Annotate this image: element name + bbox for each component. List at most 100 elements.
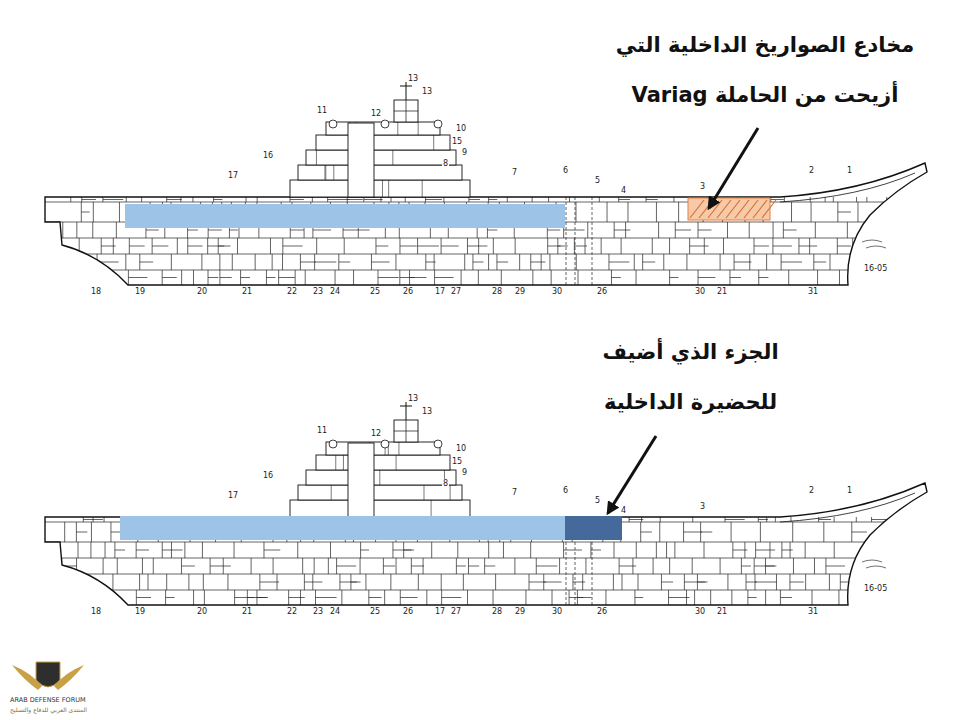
bulkhead-line <box>898 542 899 558</box>
bulkhead-line <box>591 550 601 551</box>
bulkhead-line <box>125 254 126 270</box>
bulkhead-line <box>927 522 928 542</box>
bulkhead-line <box>847 222 848 238</box>
bulkhead-line <box>365 574 366 590</box>
callout-number: 21 <box>716 287 728 296</box>
callout-number: 1 <box>846 166 853 175</box>
bulkhead-line <box>282 254 283 270</box>
bulkhead-line <box>889 590 890 605</box>
bulkhead-line <box>914 222 915 238</box>
mast-box <box>394 420 418 442</box>
bulkhead-line <box>78 542 79 558</box>
bulkhead-line <box>913 590 914 605</box>
bulkhead-line <box>117 558 118 574</box>
bulkhead-line <box>316 238 317 254</box>
bulkhead-line <box>636 270 637 285</box>
island-deck <box>290 500 470 517</box>
bulkhead-line <box>908 574 909 590</box>
bulkhead-line <box>911 202 912 222</box>
callout-number: 30 <box>694 287 706 296</box>
bulkhead-line <box>641 517 642 522</box>
island-partition <box>388 180 389 197</box>
callout-number: 21 <box>716 607 728 616</box>
bulkhead-line <box>369 597 382 598</box>
bulkhead-line <box>493 238 494 254</box>
callout-number: 12 <box>370 109 382 118</box>
bulkhead-line <box>930 270 931 285</box>
bulkhead-line <box>577 597 591 598</box>
bulkhead-line <box>856 197 857 202</box>
bulkhead-line <box>115 550 125 551</box>
bulkhead-line <box>614 542 615 558</box>
bulkhead-line <box>525 590 526 605</box>
bulkhead-line <box>129 246 144 247</box>
bulkhead-line <box>853 246 867 247</box>
island <box>290 82 470 197</box>
bulkhead-line <box>592 197 593 285</box>
bulkhead-line <box>104 517 105 522</box>
bulkhead-line <box>435 277 454 278</box>
bulkhead-line <box>769 542 770 558</box>
island-partition <box>423 485 424 500</box>
bulkhead-line <box>892 517 893 522</box>
bulkhead-line <box>607 202 608 222</box>
bulkhead-line <box>697 582 707 583</box>
bulkhead-line <box>812 590 813 605</box>
bulkhead-line <box>775 517 776 522</box>
bulkhead-line <box>924 590 925 605</box>
island-deck <box>316 135 450 150</box>
bulkhead-line <box>337 566 357 567</box>
forecastle-line <box>780 173 915 202</box>
callout-number: 3 <box>699 502 706 511</box>
bulkhead-line <box>201 254 202 270</box>
bulkhead-line <box>734 262 751 263</box>
bulkhead-line <box>237 238 238 254</box>
bulkhead-line <box>140 262 153 263</box>
callout-number: 16-05 <box>863 264 888 273</box>
bulkhead-line <box>341 590 342 605</box>
bulkhead-line <box>587 222 588 238</box>
bulkhead-line <box>829 254 830 270</box>
bulkhead-line <box>171 542 172 558</box>
bulkhead-line <box>725 519 745 520</box>
bulkhead-line <box>152 246 168 247</box>
bulkhead-line <box>418 574 419 590</box>
bulkhead-line <box>315 262 337 263</box>
bulkhead-line <box>931 222 932 238</box>
bulkhead-line <box>40 590 930 591</box>
bulkhead-line <box>917 517 918 522</box>
bulkhead-line <box>488 254 489 270</box>
bulkhead-line <box>180 197 181 202</box>
mast <box>400 402 412 420</box>
island-partition <box>325 165 326 180</box>
bulkhead-line <box>396 558 397 574</box>
bulkhead-line <box>485 566 496 567</box>
bulkhead-line <box>684 532 703 533</box>
bulkhead-line <box>328 199 350 200</box>
bulkhead-line <box>582 574 583 590</box>
bulkhead-line <box>77 270 78 285</box>
bulkhead-line <box>473 262 484 263</box>
bulkhead-line <box>908 582 919 583</box>
bulkhead-line <box>312 197 313 202</box>
bulkhead-line <box>82 590 83 605</box>
bulkhead-line <box>358 230 369 231</box>
callout-number: 21 <box>241 607 253 616</box>
callout-number: 27 <box>450 607 462 616</box>
bulkhead-line <box>305 270 306 285</box>
bulkhead-line <box>241 277 250 278</box>
hangar <box>125 204 565 228</box>
bulkhead-line <box>153 558 154 574</box>
bulkhead-line <box>493 590 494 605</box>
bulkhead-line <box>638 574 639 590</box>
bulkhead-line <box>76 222 77 238</box>
bulkhead-line <box>625 222 626 238</box>
radar-dome <box>329 120 337 128</box>
callout-number: 28 <box>491 287 503 296</box>
bulkhead-line <box>93 202 94 222</box>
bulkhead-line <box>126 197 127 202</box>
bulkhead-line <box>576 254 577 270</box>
bulkhead-line <box>669 238 670 254</box>
callout-number: 15 <box>451 457 463 466</box>
bulkhead-line <box>792 522 793 542</box>
